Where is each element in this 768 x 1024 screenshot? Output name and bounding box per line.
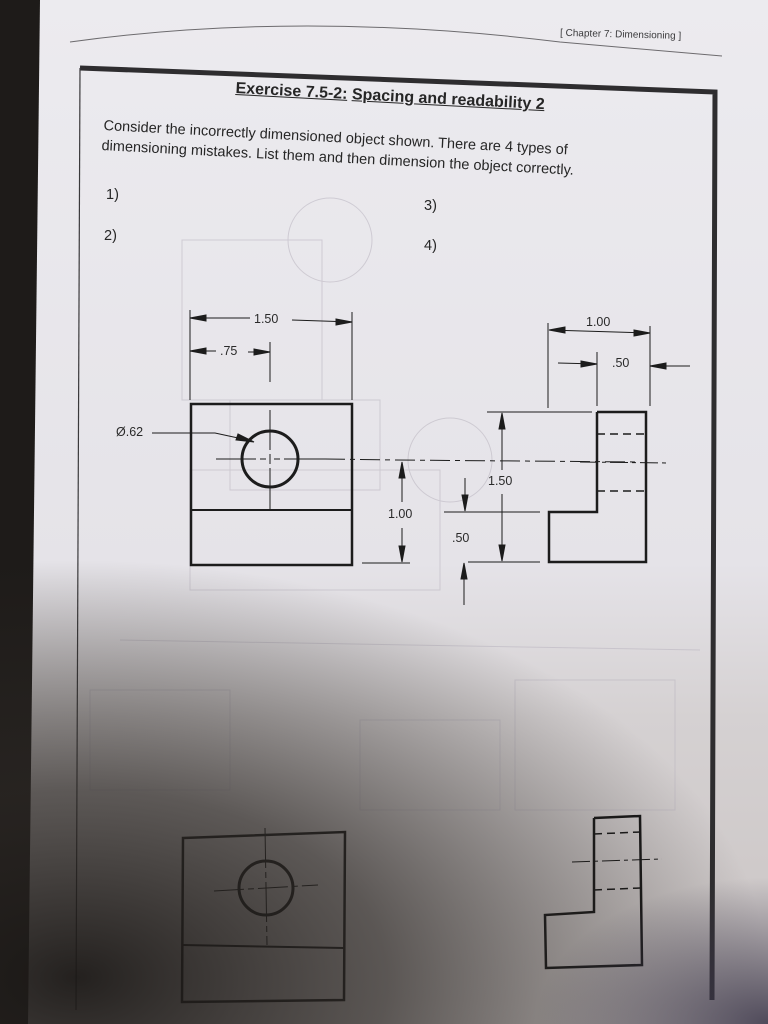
front-view-dimensions bbox=[152, 310, 353, 443]
arrowhead bbox=[398, 461, 406, 479]
answer-label-1: 1) bbox=[106, 187, 119, 203]
dim-step-height-b: .50 bbox=[452, 531, 470, 545]
arrowhead bbox=[498, 412, 506, 430]
dim-overall-width: 1.50 bbox=[254, 312, 279, 326]
dim-overall-height: 1.00 bbox=[388, 507, 413, 521]
dim-hole-diameter: Ø.62 bbox=[116, 425, 144, 439]
dim-overall-depth: 1.00 bbox=[586, 315, 611, 329]
center-line-extension bbox=[394, 459, 641, 463]
arrowhead bbox=[335, 318, 353, 326]
answer-label-3: 3) bbox=[424, 198, 437, 214]
dim-step-depth: .50 bbox=[612, 356, 630, 370]
header-rule bbox=[69, 25, 723, 57]
arrowhead bbox=[548, 326, 566, 334]
answer-label-2: 2) bbox=[104, 228, 117, 244]
hole-centerlines bbox=[216, 410, 325, 510]
answer-label-4: 4) bbox=[424, 238, 437, 254]
arrowhead bbox=[398, 545, 406, 563]
arrowhead bbox=[253, 348, 271, 356]
arrowhead bbox=[235, 433, 255, 443]
dimension-line bbox=[548, 329, 651, 334]
side-center-line bbox=[579, 461, 669, 464]
dim-hole-location: .75 bbox=[220, 344, 238, 358]
center-line-extension bbox=[324, 458, 396, 461]
arrowhead bbox=[498, 544, 506, 562]
arrowhead bbox=[189, 347, 207, 355]
arrowhead bbox=[461, 494, 469, 512]
arrowhead bbox=[580, 360, 598, 368]
side-view-dimensions bbox=[547, 323, 690, 408]
dim-step-height-a: 1.50 bbox=[488, 474, 513, 488]
arrowhead bbox=[189, 314, 207, 322]
corner-shadow bbox=[380, 780, 768, 1024]
arrowhead bbox=[633, 329, 651, 337]
arrowhead bbox=[649, 362, 667, 370]
